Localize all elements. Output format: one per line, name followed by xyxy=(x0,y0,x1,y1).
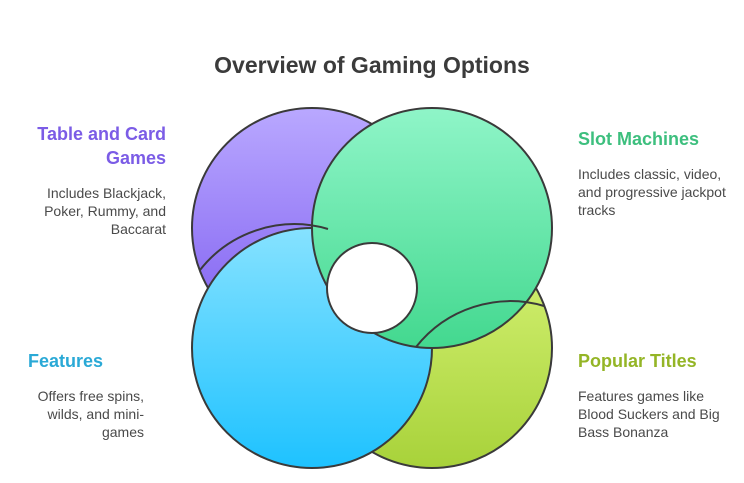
description-table-card: Includes Blackjack, Poker, Rummy, and Ba… xyxy=(44,185,166,237)
section-slot-machines: Slot Machines Includes classic, video, a… xyxy=(578,127,728,219)
arc-purple-over-blue xyxy=(199,223,329,271)
description-features: Offers free spins, wilds, and mini-games xyxy=(37,388,144,440)
section-features: Offers free spins, wilds, and mini-games xyxy=(20,387,144,441)
heading-table-card: Table and Card Games xyxy=(37,124,166,168)
arc-lime-over-green xyxy=(415,300,545,348)
section-features-heading-wrap: Features xyxy=(28,349,148,373)
center-hole xyxy=(326,242,418,334)
heading-slot-machines: Slot Machines xyxy=(578,129,700,149)
heading-popular-titles: Popular Titles xyxy=(578,351,697,371)
heading-features: Features xyxy=(28,351,104,371)
section-popular-titles: Popular Titles Features games like Blood… xyxy=(578,349,728,441)
description-slot-machines: Includes classic, video, and progressive… xyxy=(578,166,726,218)
diagram-title: Overview of Gaming Options xyxy=(214,52,530,78)
section-table-card: Table and Card Games Includes Blackjack,… xyxy=(20,122,166,238)
description-popular-titles: Features games like Blood Suckers and Bi… xyxy=(578,388,720,440)
